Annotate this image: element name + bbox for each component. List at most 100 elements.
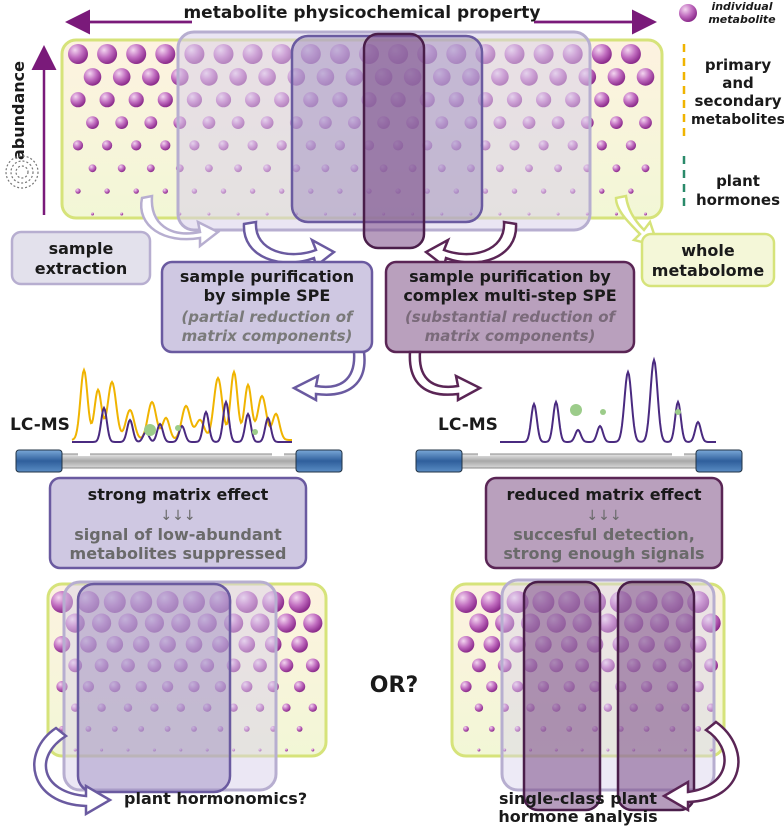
metabolite-dot: [296, 726, 303, 732]
bottom-left-panel: [46, 580, 328, 794]
metabolite-dot: [641, 164, 650, 173]
bl-hormonomics-window: [76, 582, 232, 794]
svg-text:sample purification: sample purification: [180, 267, 354, 286]
green-dot: [675, 409, 681, 415]
metabolite-dot: [495, 613, 515, 633]
legend-dot-icon: [679, 4, 697, 22]
svg-text:complex multi-step SPE: complex multi-step SPE: [403, 286, 616, 305]
metabolite-dot: [709, 748, 713, 752]
metabolite-dot: [288, 591, 311, 613]
metabolite-dot: [598, 613, 618, 633]
metabolite-dot: [509, 636, 526, 653]
metabolite-dot: [112, 68, 131, 86]
metabolite-dot: [142, 68, 160, 86]
metabolite-dot: [503, 748, 507, 752]
svg-text:reduced matrix effect: reduced matrix effect: [506, 485, 701, 504]
metabolite-dot: [104, 188, 110, 194]
svg-text:(substantial reduction of: (substantial reduction of: [405, 308, 618, 326]
metabolite-dot: [625, 140, 637, 151]
metabolite-dot: [279, 658, 294, 673]
x-axis-label-bg: [192, 2, 534, 24]
metabolite-dot: [86, 116, 99, 129]
br-outcome-arrow-icon: [661, 720, 740, 813]
svg-text:strong matrix effect: strong matrix effect: [88, 485, 269, 504]
metabolite-dot: [294, 681, 306, 693]
metabolite-dot: [102, 140, 113, 151]
green-dot: [570, 404, 582, 416]
metabolite-dot: [117, 164, 126, 173]
box-strong-matrix: strong matrix effect ↓↓↓ signal of low-a…: [48, 476, 308, 570]
green-dot: [175, 425, 181, 431]
bottom-right-panel: [450, 578, 726, 812]
outcome-left-label: plant hormonomics?: [124, 789, 307, 808]
metabolite-dot: [146, 164, 155, 173]
metabolite-dot: [91, 212, 94, 216]
metabolite-dot: [284, 748, 288, 752]
metabolite-dot: [612, 164, 621, 173]
simple-to-lcms-arrow-icon: [291, 350, 366, 403]
metabolite-dot: [70, 92, 86, 108]
metabolite-dot: [99, 92, 115, 108]
metabolite-dot: [162, 188, 168, 194]
box-simple-spe: sample purification by simple SPE (parti…: [160, 260, 374, 354]
metabolite-dot: [144, 116, 158, 129]
metabolite-dot: [477, 748, 481, 752]
metabolite-dot: [305, 658, 320, 673]
metabolite-dot: [591, 44, 612, 64]
svg-text:by simple SPE: by simple SPE: [204, 286, 331, 305]
metabolite-dot: [88, 164, 97, 173]
metabolite-dot: [701, 613, 721, 633]
metabolite-dot: [133, 188, 139, 194]
metabolite-dot: [607, 68, 626, 86]
metabolite-dot: [460, 681, 472, 693]
legend-primary-3: secondary: [694, 92, 781, 110]
metabolite-dot: [115, 116, 129, 129]
legend: individual metabolite primary and second…: [679, 0, 784, 212]
lcms-left-label: LC-MS: [10, 415, 70, 435]
svg-text:sample: sample: [49, 239, 114, 258]
green-dot: [600, 409, 606, 415]
metabolite-dot: [480, 591, 503, 613]
svg-text:succesful detection,: succesful detection,: [513, 525, 695, 544]
hormone-window: [362, 32, 426, 250]
svg-text:whole: whole: [681, 241, 735, 260]
metabolite-dot: [603, 703, 613, 712]
outcome-right-label-2: hormone analysis: [498, 807, 657, 826]
metabolite-dot: [639, 116, 652, 129]
metabolite-dot: [623, 92, 639, 108]
metabolite-dot: [128, 92, 144, 108]
outcome-right-label-1: single-class plant: [499, 789, 657, 808]
metabolite-dot: [511, 681, 524, 693]
metabolite-dot: [514, 726, 521, 732]
svg-text:matrix components): matrix components): [425, 327, 596, 345]
metabolite-dot: [601, 658, 615, 673]
svg-text:sample purification by: sample purification by: [409, 267, 611, 286]
metabolite-dot: [303, 613, 323, 633]
svg-text:matrix components): matrix components): [182, 327, 353, 345]
metabolite-dot: [594, 92, 610, 108]
svg-text:strong enough signals: strong enough signals: [503, 544, 704, 563]
metabolite-dot: [692, 681, 704, 693]
complex-to-lcms-arrow-icon: [408, 350, 483, 403]
metabolite-dot: [291, 636, 308, 653]
metabolite-dot: [628, 188, 634, 194]
metabolite-dot: [97, 44, 118, 64]
metabolite-dot: [486, 681, 498, 693]
metabolite-dot: [120, 212, 124, 216]
box-whole-metabolome: whole metabolome: [640, 232, 776, 288]
svg-text:metabolites suppressed: metabolites suppressed: [70, 544, 287, 563]
top-metabolite-panel: [60, 30, 664, 250]
metabolite-dot: [620, 44, 641, 64]
bl-simple-window: [62, 580, 278, 792]
metabolite-dot: [155, 44, 176, 64]
metabolite-dot: [472, 658, 486, 673]
lcms-right-label: LC-MS: [438, 415, 498, 435]
svg-text:metabolome: metabolome: [652, 261, 765, 280]
metabolite-dot: [455, 591, 477, 613]
svg-text:extraction: extraction: [35, 259, 128, 278]
metabolite-dot: [469, 613, 489, 633]
spiral-icon: [5, 155, 39, 189]
metabolite-dot: [157, 92, 173, 108]
legend-individual-2: metabolite: [708, 13, 776, 26]
bl-outcome-arrow-icon: [33, 726, 113, 817]
